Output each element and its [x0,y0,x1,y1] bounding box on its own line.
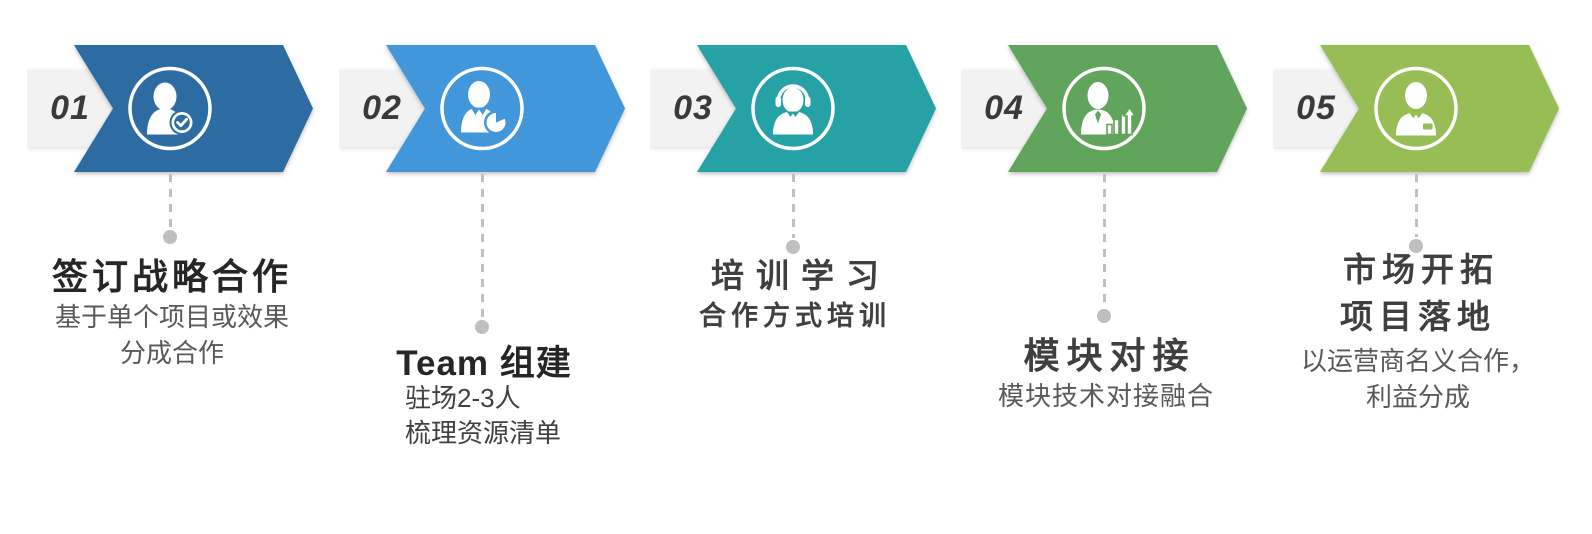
user-check-icon [147,82,195,135]
icon-circle-ring [1062,66,1146,151]
step-2-graphic [339,45,625,172]
step-title: 市场开拓 项目落地 [1340,251,1499,335]
icon-circle-ring [751,66,835,151]
connector-dot [163,230,177,244]
step-number-tab [961,70,1047,147]
step-subtitle: 模块技术对接融合 [997,381,1214,411]
step-number: 05 [1296,89,1336,127]
user-pie-chart-icon [461,81,508,135]
icon-circle-ring [1374,66,1458,151]
icon-circle-ring [128,66,212,151]
user-badge-icon [1396,82,1436,136]
chevron-arrow [74,45,313,172]
step-number: 04 [984,89,1024,127]
step-3-graphic [650,45,936,172]
step-number-tab [27,70,113,147]
step-number: 01 [50,89,90,127]
connector-dot [475,320,489,334]
connector-dot [1097,309,1111,323]
chevron-arrow [1320,45,1559,172]
connector-line [480,174,484,318]
step-5-graphic [1273,45,1559,172]
step-subtitle: 以运营商名义合作， 利益分成 [1300,346,1535,412]
step-subtitle: 驻场2-3人 梳理资源清单 [405,383,562,448]
step-1-graphic [27,45,313,172]
step-1: 01 签订战略合作 基于单个项目或效果 分成合作 [27,0,338,534]
connector-line [791,174,795,238]
user-growth-chart-icon [1081,82,1137,136]
step-number-tab [1273,70,1359,147]
icon-circle-ring [440,66,524,151]
step-3: 03 培训学习 合作方式培训 [650,0,961,534]
step-title: 签订战略合作 [51,256,292,297]
step-5: 05 市场开拓 项目落地 以运营商名义合作， 利益分成 [1273,0,1584,534]
step-number-tab [339,70,425,147]
chevron-arrow [386,45,625,172]
connector-line [1102,174,1106,307]
connector-dot [1409,239,1423,253]
step-subtitle: 基于单个项目或效果 分成合作 [54,302,289,368]
step-number-tab [650,70,736,147]
step-4-graphic [961,45,1247,172]
connector-dot [786,240,800,254]
step-subtitle: 合作方式培训 [699,301,891,331]
step-title: 模块对接 [1023,335,1196,376]
connector-line [1414,174,1418,237]
step-title: 培训学习 [711,257,891,294]
connector-line [168,174,172,228]
step-4: 04 模块对接 模块技术对接融合 [961,0,1272,534]
step-title: Team 组建 [396,344,572,383]
user-headset-icon [773,84,813,135]
chevron-arrow [697,45,936,172]
chevron-arrow [1008,45,1247,172]
step-number: 03 [673,89,713,127]
step-number: 02 [362,89,402,127]
step-2: 02 Team 组建 驻场2-3人 梳理资源清单 [339,0,650,534]
